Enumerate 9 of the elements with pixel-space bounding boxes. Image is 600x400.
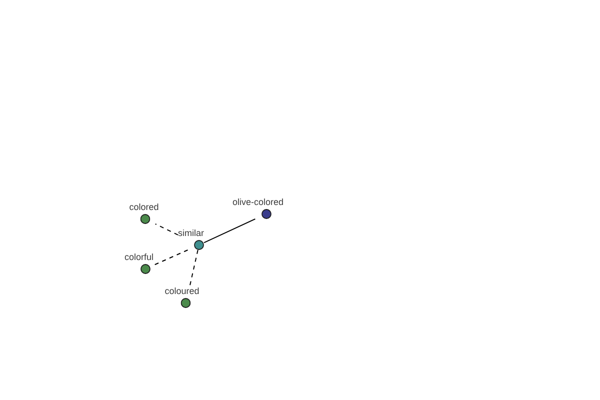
node-label: similar [178,228,204,238]
node-label: colorful [124,252,154,262]
connector-line [204,218,256,244]
connector-line [189,250,198,286]
node-label: olive-colored [232,197,284,207]
node-label: colored [129,202,159,212]
node-label: coloured [164,286,200,296]
connector-line [154,224,178,236]
connector-line [153,250,188,266]
